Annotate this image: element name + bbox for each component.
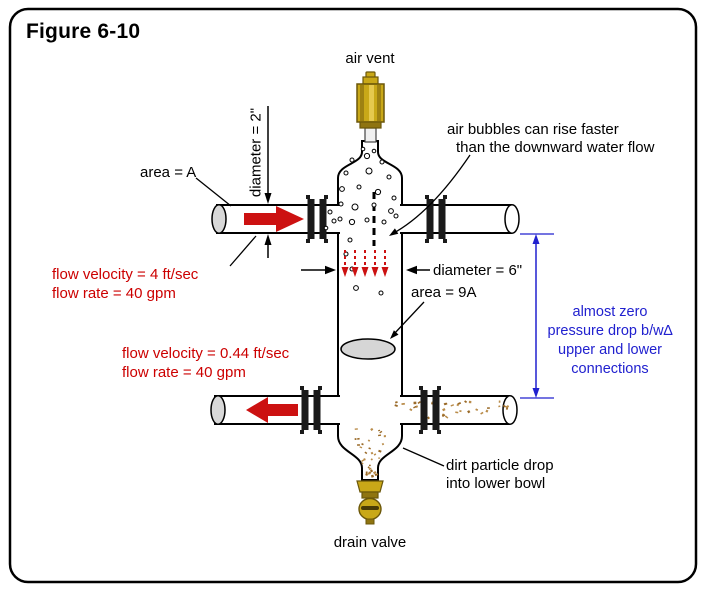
- dirt-particles: [354, 400, 510, 478]
- drain-valve-label: drain valve: [333, 534, 407, 551]
- diameter-6in-pointers: [301, 265, 430, 275]
- dirt-note-line1: dirt particle drop: [446, 457, 554, 474]
- lower-right-pipe: [400, 395, 518, 425]
- pressure-note-line3: upper and lower: [558, 342, 662, 358]
- vessel-diameter-label: diameter = 6": [433, 262, 523, 279]
- pressure-note-line1: almost zero: [572, 304, 648, 320]
- supply-flow-arrow: [244, 206, 304, 232]
- air-bubble-note-line1: air bubbles can rise faster: [447, 121, 619, 138]
- pressure-drop-note: almost zero pressure drop b/w∆ upper and…: [540, 303, 680, 379]
- pressure-note-line2: pressure drop b/w∆: [547, 323, 673, 339]
- slow-downflow-arrows: [341, 250, 389, 277]
- separator-vessel: [337, 140, 403, 481]
- air-vent-device: [356, 71, 385, 143]
- upper-pipe-area-label: area = A: [140, 164, 197, 181]
- pressure-drop-arrow: [520, 233, 554, 399]
- diameter-2in-dimension: [264, 106, 272, 258]
- vessel-flow-velocity-label: flow velocity = 0.44 ft/sec: [122, 345, 290, 362]
- dirt-note-line2: into lower bowl: [446, 475, 546, 492]
- media-ellipse: [340, 338, 396, 360]
- pressure-note-line4: connections: [571, 361, 649, 377]
- upper-flow-velocity-label: flow velocity = 4 ft/sec: [52, 266, 199, 283]
- leader-lines: [195, 154, 471, 467]
- figure-title: Figure 6-10: [26, 20, 141, 43]
- upper-right-pipe: [400, 204, 520, 234]
- upper-pipe-diameter-label: diameter = 2": [247, 107, 265, 198]
- upper-flow-rate-label: flow rate = 40 gpm: [52, 285, 176, 302]
- air-bubbles: [323, 146, 399, 296]
- vessel-flow-rate-label: flow rate = 40 gpm: [122, 364, 246, 381]
- pipe-flanges: [300, 195, 447, 434]
- air-bubble-note-line2: than the downward water flow: [456, 139, 655, 156]
- air-vent-label: air vent: [345, 50, 395, 67]
- vessel-area-label: area = 9A: [411, 284, 477, 301]
- drain-valve-device: [356, 480, 384, 525]
- figure-border: [8, 7, 698, 584]
- return-flow-arrow: [246, 397, 298, 423]
